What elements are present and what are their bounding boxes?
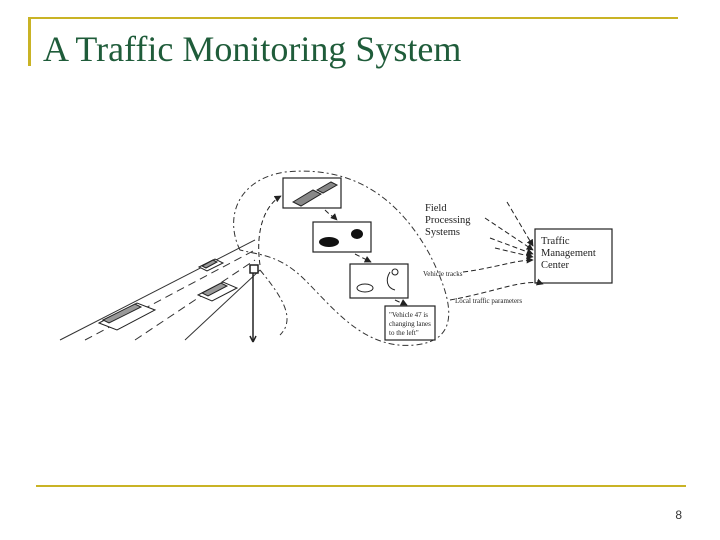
field-label-2: Processing [425, 215, 471, 226]
road-line [184, 269, 261, 341]
slide-title: A Traffic Monitoring System [43, 29, 462, 69]
field-label-3: Systems [425, 227, 460, 238]
road-line [59, 239, 256, 341]
panel-note: "Vehicle 47 is changing lanes to the lef… [384, 305, 436, 341]
vehicle-tracks-label: Vehicle tracks [423, 270, 463, 278]
traffic-management-center: Traffic Management Center [534, 228, 613, 284]
center-label-3: Center [541, 260, 569, 271]
page-number: 8 [675, 508, 682, 522]
frame-left-rule [28, 17, 31, 66]
flow-arrows [258, 195, 408, 306]
road-line [134, 259, 256, 341]
local-params-label: Local traffic parameters [455, 297, 522, 305]
note-line-3: to the left" [389, 329, 419, 337]
arrow-frame-to-blobs [324, 209, 338, 221]
note-line-1: "Vehicle 47 is [389, 311, 428, 319]
field-boundary [233, 170, 450, 346]
road-vehicle [196, 281, 239, 302]
traffic-system-diagram: "Vehicle 47 is changing lanes to the lef… [59, 170, 613, 346]
panel-video-frame [282, 177, 342, 209]
center-arrows [449, 201, 544, 301]
frame-bottom-rule [36, 485, 686, 487]
field-label-1: Field [425, 203, 447, 214]
camera-pole [249, 264, 259, 343]
panel-blobs [312, 221, 372, 253]
arrow-camera-to-frame [258, 195, 282, 266]
center-label-2: Management [541, 248, 596, 259]
arrow-tracks-to-note [394, 299, 408, 306]
coverage-line [259, 269, 288, 336]
center-label-1: Traffic [541, 236, 570, 247]
road-vehicle [197, 258, 225, 272]
panel-tracks [349, 263, 409, 299]
note-line-2: changing lanes [389, 320, 431, 328]
road-vehicle [97, 302, 157, 331]
frame-top-rule [28, 17, 678, 19]
arrow-blobs-to-tracks [354, 253, 372, 263]
